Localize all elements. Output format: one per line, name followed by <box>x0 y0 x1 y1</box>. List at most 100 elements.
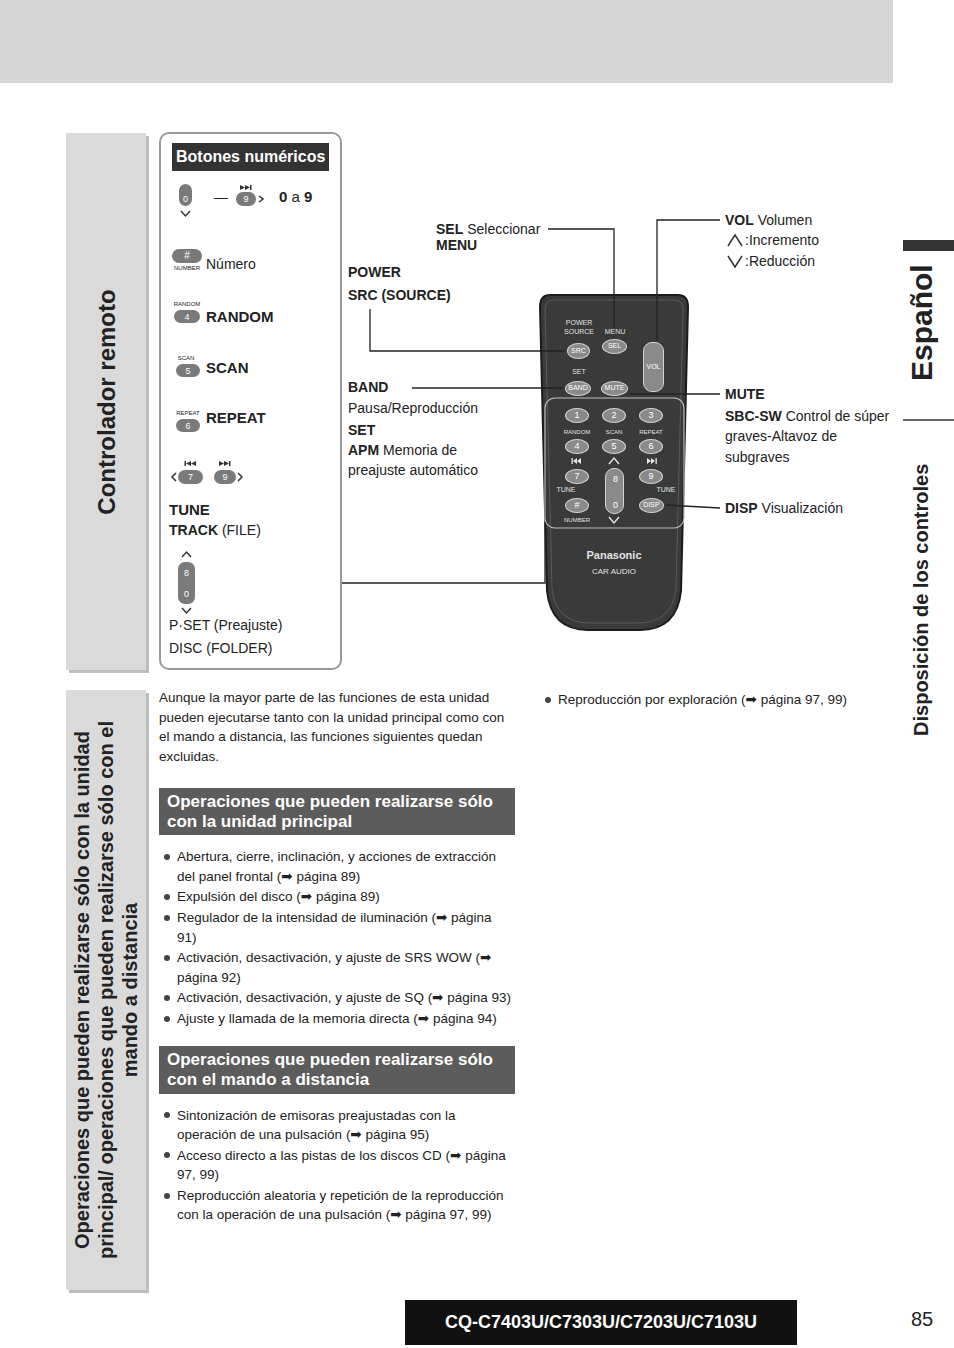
chapter-title: Disposición de los controles <box>910 464 932 736</box>
remote-bevel <box>545 300 683 623</box>
top-banner <box>0 0 893 83</box>
remote-button: 1 <box>565 408 589 423</box>
callout-label: DISP <box>725 500 758 516</box>
bullet-item: Abertura, cierre, inclinación, y accione… <box>177 849 496 884</box>
button-icon: 7 <box>178 470 203 484</box>
remote-button: BAND <box>565 381 591 396</box>
bullet-dot <box>164 995 170 1001</box>
key-function: SCAN <box>206 359 249 376</box>
tab-title: Controlador remoto <box>92 289 121 514</box>
leader-line <box>630 393 720 394</box>
bullet-item: Regulador de la intensidad de iluminació… <box>177 910 492 945</box>
callout-label: MUTE <box>725 386 765 402</box>
remote-control: POWER SOURCEMENUSETRANDOMSCANREPEATTUNET… <box>540 295 688 630</box>
remote-button: 5 <box>602 439 626 454</box>
callout-label: SEL <box>436 221 463 237</box>
callout-label-block: VOLVolumen <box>725 210 885 230</box>
key-function: TRACK <box>169 522 218 538</box>
bullet-item: Ajuste y llamada de la memoria directa (… <box>177 1011 497 1026</box>
node-text: 0 <box>183 194 188 204</box>
node-text: NUMBER <box>564 517 590 524</box>
leader-line <box>342 522 545 583</box>
range-dash: — <box>214 189 228 205</box>
remote-button: SEL <box>602 339 627 354</box>
callout-label: :Reducción <box>745 253 815 269</box>
node-text: 6 <box>185 420 190 430</box>
key-function-block: P·SET (Preajuste) <box>169 615 286 635</box>
node-text: # <box>184 250 190 262</box>
button-icon: 0 <box>179 184 192 206</box>
bullet-item: Sintonización de emisoras preajustadas c… <box>177 1108 455 1143</box>
remote-button: MUTE <box>601 381 628 396</box>
leader-line <box>370 309 565 351</box>
callout-label: SRC (SOURCE) <box>348 287 451 303</box>
callout-label: MENU <box>436 237 477 253</box>
node-text: SET <box>572 368 586 376</box>
chapter-title-block: Disposición de los controles <box>906 427 936 767</box>
bullet-item-block: Reproducción por exploración (➡ página 9… <box>540 690 870 710</box>
bullet-item-block: Reproducción aleatoria y repetición de l… <box>159 1186 515 1225</box>
callout-label: Volumen <box>758 212 812 228</box>
remote-button: 4 <box>565 439 589 454</box>
remote-button: 7 <box>565 469 589 484</box>
node-text: 9 <box>222 472 227 482</box>
node-text: 9 <box>648 471 653 481</box>
bullet-item: Activación, desactivación, y ajuste de S… <box>177 990 511 1005</box>
panel-heading: Botones numéricos <box>172 143 329 171</box>
leader-line <box>412 387 563 388</box>
callout-label-block: DISPVisualización <box>725 498 890 518</box>
bullet-dot <box>164 894 170 900</box>
tab-label: Operaciones que pueden realizarse sólo c… <box>66 702 146 1278</box>
node-text: CAR AUDIO <box>592 567 636 576</box>
button-icon: SCAN5 <box>176 364 200 377</box>
callout-label-block: SET <box>348 420 379 440</box>
button-panel: Botones numéricos09#NUMBERRANDOM4SCAN5RE… <box>159 132 342 670</box>
node-text: 7 <box>188 472 193 482</box>
node-text: NUMBER <box>174 265 200 272</box>
bullet-item-block: Expulsión del disco (➡ página 89) <box>159 887 515 907</box>
callout-label-block: POWER <box>348 262 405 282</box>
bullet-item-block: Sintonización de emisoras preajustadas c… <box>159 1106 515 1145</box>
key-range: 0 <box>279 188 287 205</box>
bullet-item: Acceso directo a las pistas de los disco… <box>177 1148 506 1183</box>
key-range: a <box>292 188 300 205</box>
key-function: P·SET (Preajuste) <box>169 617 282 633</box>
node-text: Operaciones que pueden realizarse sólo c… <box>167 792 507 831</box>
node-text: 4 <box>184 311 189 321</box>
node-text: 9 <box>243 194 248 204</box>
callout-label-block: SBC-SWControl de súper graves-Altavoz de… <box>725 406 890 467</box>
node-text: 0 <box>184 589 189 599</box>
node-text: 2 <box>611 410 616 420</box>
tab-title: Operaciones que pueden realizarse sólo c… <box>70 702 142 1278</box>
bullet-item-block: Acceso directo a las pistas de los disco… <box>159 1146 515 1185</box>
node-text: 3 <box>648 410 653 420</box>
node-text: CQ-C7403U/C7303U/C7203U/C7103U <box>445 1312 757 1333</box>
separator <box>903 419 954 421</box>
key-function-block: DISC (FOLDER) <box>169 638 276 658</box>
node-text: 0 <box>613 500 618 510</box>
remote-button: SRC <box>567 343 590 359</box>
callout-label: APM <box>348 442 379 458</box>
key-function: Número <box>206 256 256 272</box>
node-text: 8 <box>613 474 618 484</box>
key-function-block: SCAN <box>206 357 253 379</box>
bullet-item: Expulsión del disco (➡ página 89) <box>177 889 380 904</box>
node-text: SEL <box>608 342 621 350</box>
tab-label: Controlador remoto <box>66 145 146 658</box>
bullet-item: Reproducción aleatoria y repetición de l… <box>177 1188 503 1223</box>
key-function: TUNE <box>169 501 210 518</box>
bullet-dot <box>164 955 170 961</box>
node-text: MUTE <box>605 384 625 392</box>
language-tab: Español <box>905 264 938 381</box>
callout-label-block: :Reducción <box>745 251 819 271</box>
remote-button: 6 <box>639 439 663 454</box>
key-function-block: TUNE <box>169 499 214 521</box>
button-icon: #NUMBER <box>172 249 202 263</box>
bullet-item: Reproducción por exploración (➡ página 9… <box>558 692 847 707</box>
node-text: SCAN <box>178 355 195 362</box>
language-bar <box>903 240 954 251</box>
section-heading: Operaciones que pueden realizarse sólo c… <box>159 788 515 835</box>
bullet-dot <box>164 1112 170 1118</box>
key-function: RANDOM <box>206 308 274 325</box>
key-function: REPEAT <box>206 409 266 426</box>
